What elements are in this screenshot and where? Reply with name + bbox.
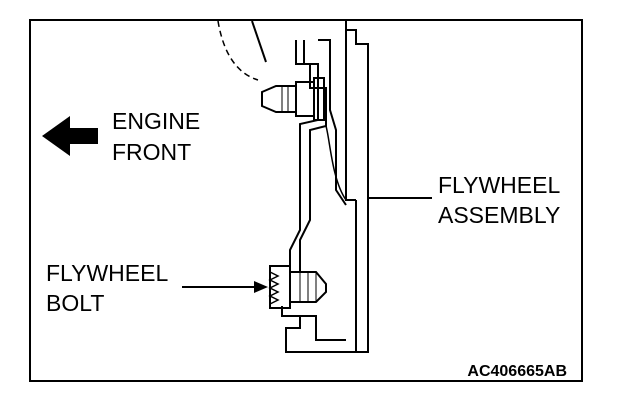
flywheel-plate-outer (299, 40, 327, 272)
flywheel-bolt-label-line1: FLYWHEEL (46, 260, 168, 286)
flywheel-bolt-leader-arrowhead (254, 281, 268, 293)
flywheel-assembly-label-line1: FLYWHEEL (438, 172, 560, 198)
flywheel-plate-center (325, 125, 347, 201)
engine-front-label-line2: FRONT (112, 139, 191, 165)
figure-code: AC406665AB (467, 363, 567, 380)
flywheel-bolt-head (269, 265, 291, 309)
top-bolt-washer (313, 77, 325, 121)
engine-front-label-line1: ENGINE (112, 108, 200, 134)
lower-hub-step (300, 315, 346, 341)
crankshaft-hub-edge (251, 20, 267, 63)
housing-inner-line (345, 30, 356, 201)
figure-frame (29, 19, 583, 382)
flywheel-rim (318, 39, 347, 206)
flywheel-plate-inner (289, 40, 319, 272)
flywheel-bolt-serration (268, 271, 280, 305)
top-bolt-shank (261, 85, 297, 113)
arrow-left-icon (42, 116, 98, 156)
lower-flange (281, 306, 346, 353)
flywheel-assembly-label-line2: ASSEMBLY (438, 202, 560, 228)
flywheel-drawing (217, 20, 369, 353)
crankshaft-hub-outline (217, 20, 259, 81)
flywheel-bolt-label-line2: BOLT (46, 290, 104, 316)
